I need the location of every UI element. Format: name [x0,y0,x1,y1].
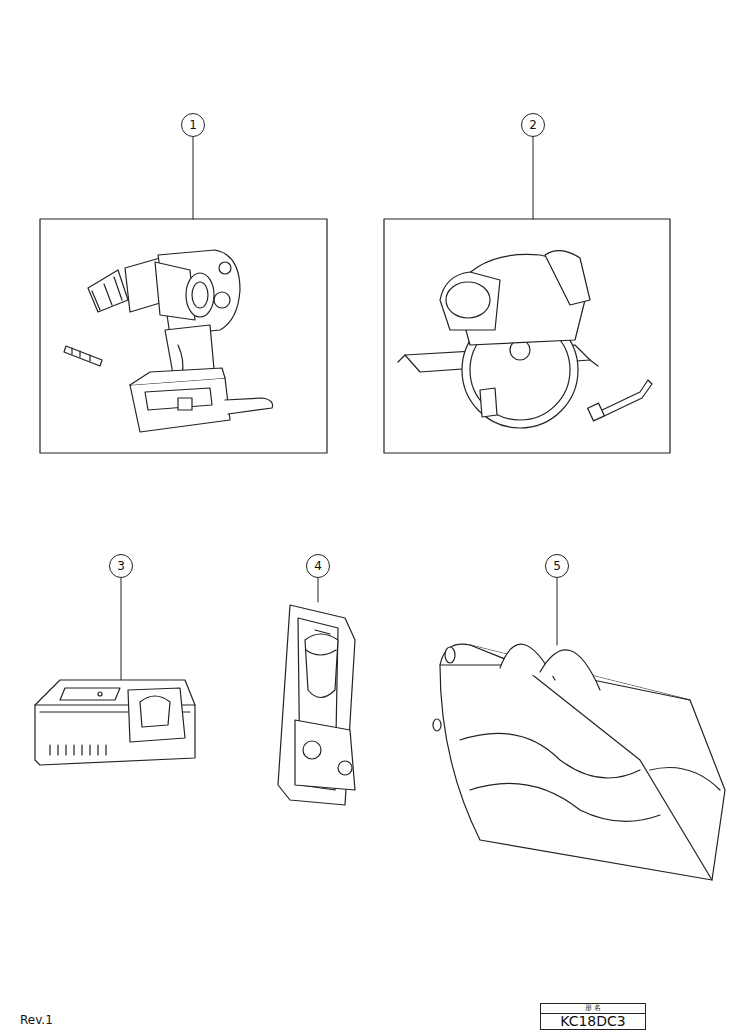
leader-line [318,578,319,602]
flashlight-illustration [338,761,352,775]
bag-illustration [460,733,640,778]
leader-line [193,137,194,219]
bag-illustration [440,644,725,880]
bag-illustration [540,650,600,690]
leader-line [121,137,557,690]
drill-illustration [92,277,122,310]
callout-number: 3 [109,554,133,578]
charger-illustration [50,745,106,755]
charger-illustration [60,688,120,700]
callout-number: 1 [181,113,205,137]
leader-line [121,578,122,690]
saw-illustration [446,282,490,318]
drill-illustration [64,250,273,432]
charger-illustration [35,680,195,765]
callout-text: 4 [314,559,322,573]
title-header: 形 名 [541,1004,645,1014]
drill-illustration [214,292,230,308]
callout-number: 2 [521,113,545,137]
drill-illustration [219,262,231,274]
drill-illustration [192,282,208,308]
flashlight-illustration [305,634,338,698]
flashlight-illustration [315,630,330,634]
drill-illustration [178,398,192,410]
flashlight-illustration [303,741,321,759]
callout-number: 5 [545,554,569,578]
drill-illustration [186,273,214,317]
leader-line [557,578,558,645]
flashlight-illustration [278,605,355,805]
drill-illustration [130,368,225,385]
drill-illustration [88,270,128,312]
bag-illustration [433,719,441,731]
drill-illustration [72,348,90,361]
title-block: 形 名KC18DC3 [540,1003,646,1030]
saw-illustration [398,251,652,428]
drill-illustration [130,378,230,432]
bag-illustration [445,647,455,663]
callout-text: 2 [529,118,537,132]
item-frame [384,219,670,453]
flashlight-illustration [306,650,336,655]
callout-text: 3 [117,559,125,573]
callout-text: 5 [553,559,561,573]
leader-line [533,137,534,219]
charger-illustration [128,688,185,742]
saw-illustration [480,388,497,417]
saw-illustration [398,355,598,366]
charger-illustration [98,692,102,696]
saw-illustration [588,403,605,421]
charger-illustration [35,680,195,765]
callout-number: 4 [306,554,330,578]
bag-illustration [650,768,720,791]
flashlight-illustration [278,605,355,805]
item-frame [40,219,670,453]
item-frame [40,219,327,453]
bag-illustration [470,783,660,821]
drill-illustration [225,398,273,414]
saw-illustration [598,380,652,418]
saw-illustration [440,272,500,330]
charger-illustration [140,696,170,727]
callout-text: 1 [189,118,197,132]
model-name: KC18DC3 [541,1014,645,1029]
flashlight-illustration [295,720,355,790]
revision-label: Rev.1 [20,1013,53,1027]
saw-illustration [545,251,590,305]
drill-illustration [145,388,212,410]
bag-illustration [433,644,725,880]
drill-illustration [64,346,102,366]
